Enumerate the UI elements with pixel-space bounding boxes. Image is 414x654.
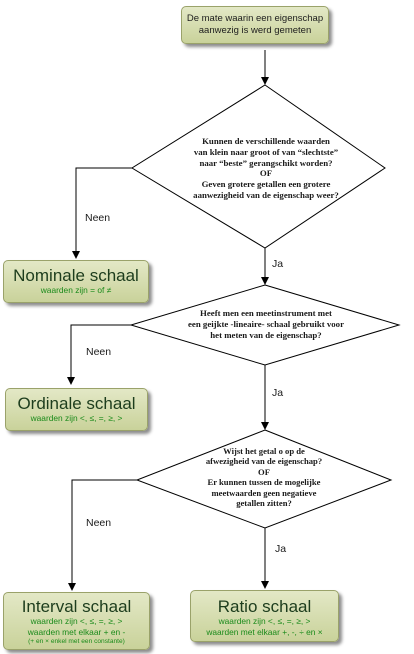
ordinal-sub: waarden zijn <, ≤, =, ≥, > — [30, 413, 123, 423]
q1-line: naar “beste” gerangschikt worden? — [199, 157, 333, 168]
start-node: De mate waarin een eigenschap aanwezig i… — [181, 6, 329, 44]
label-no-2: Neen — [86, 346, 112, 358]
result-nominal: Nominale schaal waarden zijn = of ≠ — [3, 260, 149, 303]
arrow-q1-no — [72, 167, 132, 259]
ordinal-title: Ordinale schaal — [17, 394, 136, 413]
ratio-sub-1: waarden zijn <, ≤, =, ≥, > — [218, 616, 311, 626]
q3-line: afwezigheid van de eigenschap? — [205, 456, 323, 467]
arrow-q3-no — [68, 479, 137, 591]
ratio-title: Ratio schaal — [217, 597, 312, 616]
q3-line: meetwaarden geen negatieve — [211, 487, 317, 498]
q1-line: Geven grotere getallen een grotere — [201, 179, 331, 190]
q2-line: het meten van de eigenschap? — [210, 330, 322, 340]
start-line-1: De mate waarin een eigenschap — [186, 13, 324, 24]
q1-line: aanwezigheid van de eigenschap weer? — [193, 189, 339, 200]
interval-title: Interval schaal — [21, 597, 132, 616]
ratio-sub-2: waarden met elkaar +, -, ÷ en × — [206, 626, 323, 637]
result-ratio: Ratio schaal waarden zijn <, ≤, =, ≥, > … — [190, 590, 339, 642]
interval-sub-1: waarden zijn <, ≤, =, ≥, > — [30, 616, 123, 626]
start-line-2: aanwezig is werd gemeten — [198, 24, 312, 36]
result-ordinal: Ordinale schaal waarden zijn <, ≤, =, ≥,… — [5, 388, 148, 431]
nominal-sub: waarden zijn = of ≠ — [40, 285, 112, 295]
q3-line: Wijst het getal o op de — [223, 446, 305, 456]
label-no-1: Neen — [85, 212, 111, 224]
q1-line: Kunnen de verschillende waarden — [202, 136, 330, 146]
interval-sub-2: waarden met elkaar + en - — [27, 626, 126, 637]
decision-2-question: Heeft men een meetinstrument met een gei… — [160, 308, 372, 341]
q1-line: OF — [259, 168, 273, 179]
q3-line: getallen zitten? — [236, 498, 292, 509]
q1-line: van klein naar groot of van “slechtste” — [193, 146, 339, 157]
label-yes-1: Ja — [272, 258, 284, 270]
label-no-3: Neen — [86, 517, 112, 529]
decision-1-question: Kunnen de verschillende waarden van klei… — [170, 136, 362, 201]
decision-3-question: Wijst het getal o op de afwezigheid van … — [178, 446, 350, 508]
result-interval: Interval schaal waarden zijn <, ≤, =, ≥,… — [3, 592, 150, 650]
q2-line: Heeft men een meetinstrument met — [200, 308, 332, 318]
label-yes-3: Ja — [275, 543, 287, 555]
q3-line: OF — [258, 466, 270, 477]
label-yes-2: Ja — [272, 387, 284, 399]
interval-sub-3: (+ en × enkel met een constante) — [28, 638, 125, 645]
arrow-q2-no — [67, 324, 131, 385]
nominal-title: Nominale schaal — [13, 266, 139, 285]
q3-line: Er kunnen tussen de mogelijke — [207, 477, 321, 488]
q2-line: een geijkte -lineaire- schaal gebruikt v… — [188, 319, 344, 329]
